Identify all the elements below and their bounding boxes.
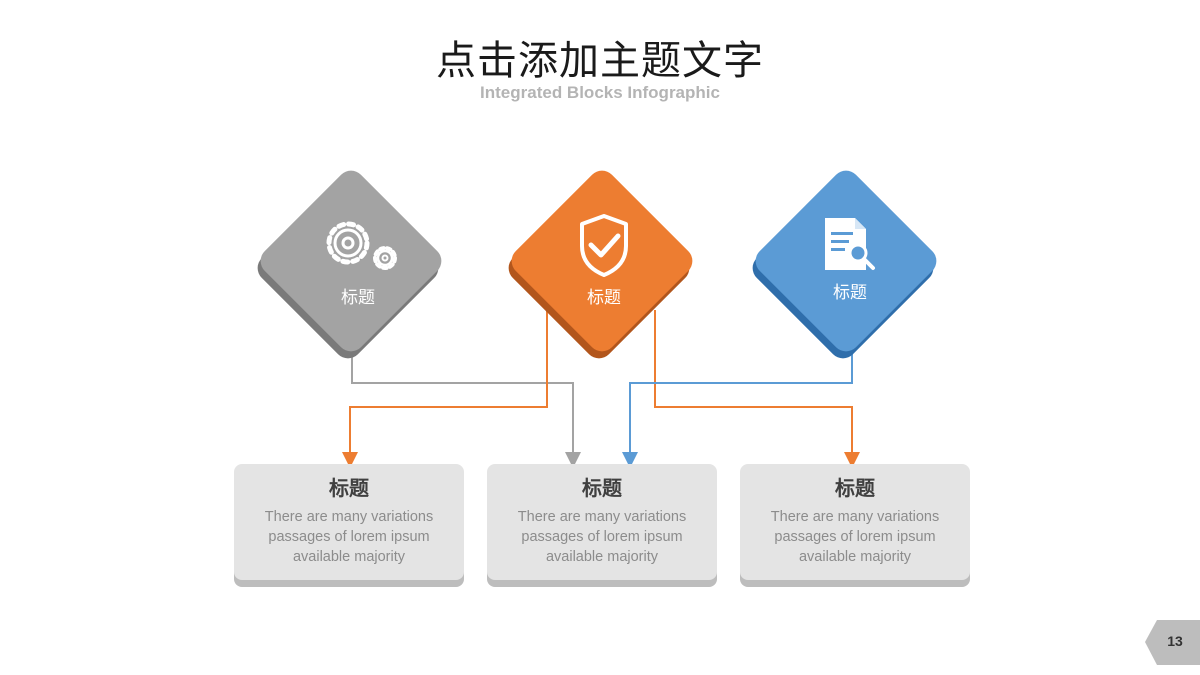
info-card-2: 标题 There are many variations passages of… bbox=[487, 464, 717, 580]
diamond-gray-label: 标题 bbox=[341, 288, 375, 308]
card-title: 标题 bbox=[329, 476, 369, 500]
diamond-blue bbox=[752, 170, 937, 359]
card-title: 标题 bbox=[582, 476, 622, 500]
card-text: There are many variations passages of lo… bbox=[264, 509, 434, 565]
info-card-1: 标题 There are many variations passages of… bbox=[234, 464, 464, 580]
info-card-3: 标题 There are many variations passages of… bbox=[740, 464, 970, 580]
connector-orange-right bbox=[654, 310, 860, 468]
card-text: There are many variations passages of lo… bbox=[770, 509, 940, 565]
gears-icon bbox=[326, 221, 397, 270]
card-text: There are many variations passages of lo… bbox=[517, 509, 687, 565]
page-number: 13 bbox=[1167, 633, 1183, 649]
diamond-gray bbox=[257, 170, 442, 359]
diamond-orange bbox=[508, 170, 693, 359]
connector-blue bbox=[622, 350, 853, 468]
diamond-blue-label: 标题 bbox=[833, 283, 867, 303]
connector-orange-left bbox=[342, 310, 548, 468]
page-badge bbox=[1145, 620, 1200, 665]
card-title: 标题 bbox=[835, 476, 875, 500]
page-subtitle: Integrated Blocks Infographic bbox=[480, 83, 720, 102]
connector-gray bbox=[351, 350, 581, 468]
diamond-orange-label: 标题 bbox=[587, 288, 621, 308]
page-title: 点击添加主题文字 bbox=[436, 38, 764, 84]
document-search-icon bbox=[825, 218, 875, 270]
shield-check-icon bbox=[580, 214, 628, 277]
